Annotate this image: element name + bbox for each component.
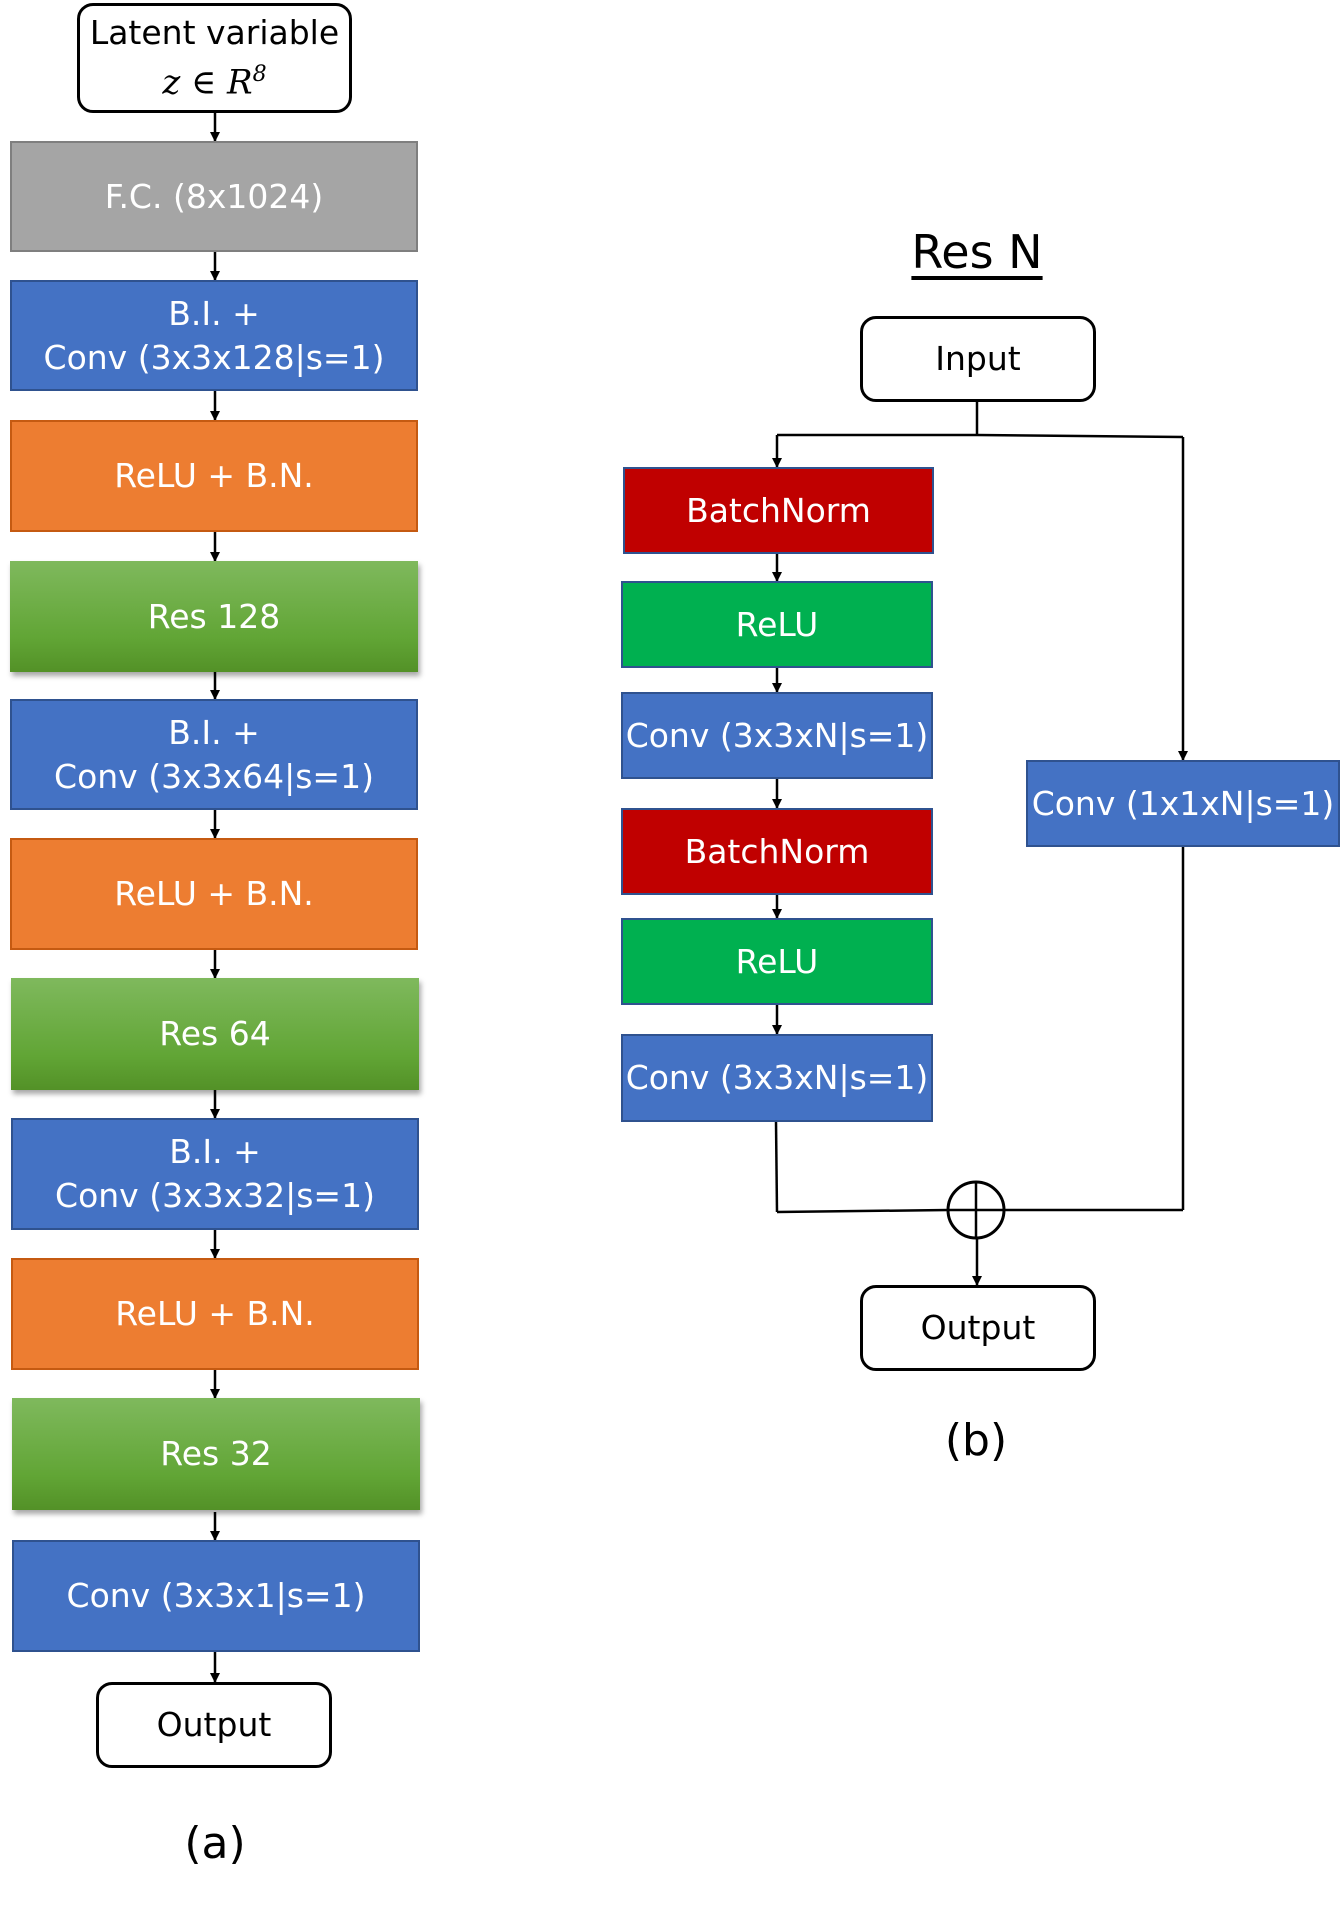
batchnorm-label-1: BatchNorm: [686, 490, 871, 530]
relu-block-2: ReLU: [621, 918, 933, 1005]
conv-3x3-label-1: Conv (3x3xN|s=1): [625, 715, 929, 755]
sum-node-icon: [946, 1180, 1006, 1240]
output-label-b: Output: [920, 1308, 1036, 1347]
latent-variable-label: Latent variable: [89, 13, 340, 53]
caption-b: (b): [944, 1415, 1008, 1466]
res-32-label: Res 32: [160, 1434, 272, 1473]
relu-bn-block-2: ReLU + B.N.: [10, 838, 418, 950]
batchnorm-label-2: BatchNorm: [684, 831, 870, 871]
output-box-a: Output: [96, 1682, 332, 1768]
bi-conv-128-line2: Conv (3x3x128|s=1): [43, 337, 385, 377]
shortcut-conv-label: Conv (1x1xN|s=1): [1031, 783, 1335, 823]
res-128-label: Res 128: [147, 596, 281, 636]
input-box: Input: [860, 316, 1096, 402]
res-32-block: Res 32: [12, 1398, 420, 1510]
line-b-main-to-sum: [776, 1208, 949, 1214]
bi-conv-32-line1: B.I. +: [169, 1132, 261, 1171]
conv-3x3-block-1: Conv (3x3xN|s=1): [621, 692, 933, 779]
output-label-a: Output: [156, 1705, 272, 1744]
line-b-main-down: [774, 1121, 779, 1213]
bi-conv-32-line2: Conv (3x3x32|s=1): [55, 1176, 375, 1215]
conv-final-block: Conv (3x3x1|s=1): [12, 1540, 420, 1652]
relu-label-2: ReLU: [735, 941, 819, 981]
res-64-label: Res 64: [159, 1014, 271, 1053]
relu-bn-label-3: ReLU + B.N.: [115, 1294, 315, 1333]
fc-label: F.C. (8x1024): [104, 176, 324, 216]
latent-variable-box: Latent variable z ∈ R8: [77, 3, 352, 113]
output-box-b: Output: [860, 1285, 1096, 1371]
relu-bn-label-1: ReLU + B.N.: [114, 456, 314, 495]
bi-conv-64-line1: B.I. +: [168, 712, 260, 752]
conv-3x3-label-2: Conv (3x3xN|s=1): [625, 1058, 929, 1097]
res-128-block: Res 128: [10, 561, 418, 672]
conv-final-label: Conv (3x3x1|s=1): [66, 1576, 366, 1615]
relu-label-1: ReLU: [735, 604, 819, 644]
bi-conv-64-line2: Conv (3x3x64|s=1): [54, 756, 374, 796]
fc-block: F.C. (8x1024): [10, 141, 418, 252]
bi-conv-32-block: B.I. + Conv (3x3x32|s=1): [11, 1118, 419, 1230]
bi-conv-128-line1: B.I. +: [168, 293, 260, 333]
shortcut-conv-block: Conv (1x1xN|s=1): [1026, 760, 1340, 847]
bi-conv-64-block: B.I. + Conv (3x3x64|s=1): [10, 699, 418, 810]
latent-variable-math: z ∈ R8: [162, 62, 267, 103]
conv-3x3-block-2: Conv (3x3xN|s=1): [621, 1034, 933, 1122]
relu-bn-block-1: ReLU + B.N.: [10, 420, 418, 532]
relu-bn-label-2: ReLU + B.N.: [114, 874, 314, 913]
res-64-block: Res 64: [11, 978, 419, 1090]
relu-bn-block-3: ReLU + B.N.: [11, 1258, 419, 1370]
batchnorm-block-2: BatchNorm: [621, 808, 933, 895]
input-label: Input: [935, 339, 1021, 378]
caption-a: (a): [184, 1818, 246, 1869]
batchnorm-block-1: BatchNorm: [623, 467, 934, 554]
line-b-split-right: [976, 433, 1184, 439]
res-n-title: Res N: [911, 225, 1043, 279]
bi-conv-128-block: B.I. + Conv (3x3x128|s=1): [10, 280, 418, 391]
relu-block-1: ReLU: [621, 581, 933, 668]
